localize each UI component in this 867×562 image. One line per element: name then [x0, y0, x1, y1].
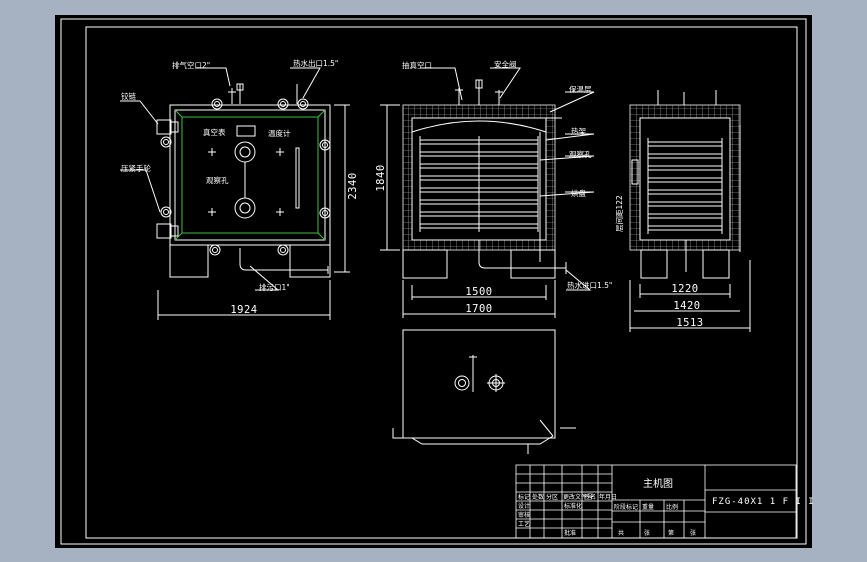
label-sight-glass-side: 观察孔 — [569, 149, 592, 159]
dim-outer-width-1700: 1700 — [465, 303, 492, 315]
tb-cell-process: 工艺 — [518, 520, 530, 528]
label-vent: 排气空口2" — [172, 60, 210, 70]
tb-cell-scale: 比例 — [666, 503, 678, 511]
tb-cell-mark: 标记 — [518, 493, 530, 501]
label-safety-valve: 安全阀 — [494, 59, 517, 69]
side-view-labels: 抽真空口 安全阀 保温层 热架 观察孔 烘盘 热水进口1.5" 1840 150… — [375, 59, 612, 315]
title-block — [515, 464, 797, 539]
dim-height-2340: 2340 — [347, 172, 359, 199]
drawing-name: 主机图 — [643, 477, 673, 490]
tb-cell-weight: 重量 — [642, 503, 654, 511]
label-tray-spacing: 层间距122 — [615, 195, 624, 232]
tb-cell-approve: 批准 — [564, 529, 576, 537]
end-view-labels: 层间距122 1220 1420 1513 — [615, 195, 703, 329]
label-hinge: 铰链 — [121, 91, 136, 101]
tb-cell-total: 共 — [618, 529, 624, 537]
label-hot-water-in: 热水进口1.5" — [567, 280, 612, 290]
label-drain: 排污口1" — [259, 282, 290, 292]
label-hot-water-out: 热水出口1.5" — [293, 58, 338, 68]
label-insulation: 保温层 — [569, 85, 592, 94]
tb-cell-review: 审核 — [518, 511, 530, 519]
top-view — [392, 329, 576, 454]
tb-cell-stage: 阶段标记 — [614, 503, 638, 511]
tb-cell-zone: 分区 — [546, 493, 558, 501]
tb-cell-standard: 标准化 — [564, 502, 582, 510]
label-tray: 烘盘 — [571, 188, 586, 198]
inner-frame — [85, 26, 798, 539]
label-clamp-handle: 压紧手轮 — [121, 163, 151, 173]
tb-cell-change-doc: 更改文件号 — [563, 493, 593, 501]
dim-inner-width-1500: 1500 — [465, 286, 492, 298]
label-sight-glass-front: 观察孔 — [206, 175, 229, 185]
tb-cell-sheet: 张 — [690, 529, 696, 537]
dim-inner-width-1220: 1220 — [671, 283, 698, 295]
tb-cell-date: 年月日 — [599, 493, 617, 501]
dim-inner-height-1840: 1840 — [375, 164, 387, 191]
front-view — [120, 67, 350, 320]
label-vacuum-gauge: 真空表 — [203, 127, 226, 137]
label-thermometer: 温度计 — [268, 128, 291, 138]
label-heating-rack: 热架 — [571, 126, 586, 136]
drawing-number: FZG-40X1 1 F I I — [712, 497, 815, 507]
tb-cell-design: 设计 — [518, 502, 530, 510]
drawing-canvas — [55, 15, 812, 548]
tb-cell-count: 处数 — [532, 493, 544, 501]
dim-width-1924: 1924 — [230, 304, 257, 316]
title-block-text: 主机图 FZG-40X1 1 F I I 标记 处数 分区 更改文件号 签名 年… — [518, 477, 815, 537]
label-vacuum-port: 抽真空口 — [402, 60, 432, 70]
end-view — [629, 90, 751, 332]
dim-mid-width-1420: 1420 — [673, 300, 700, 312]
side-view — [380, 67, 595, 318]
tb-cell-sign: 签名 — [584, 493, 596, 501]
tb-cell-no: 第 — [668, 529, 674, 537]
tb-cell-sheets: 张 — [644, 529, 650, 537]
front-view-labels: 排气空口2" 热水出口1.5" 铰链 压紧手轮 真空表 温度计 观察孔 排污口1… — [121, 58, 359, 316]
dim-outer-width-1513: 1513 — [676, 317, 703, 329]
outer-frame — [60, 18, 807, 545]
